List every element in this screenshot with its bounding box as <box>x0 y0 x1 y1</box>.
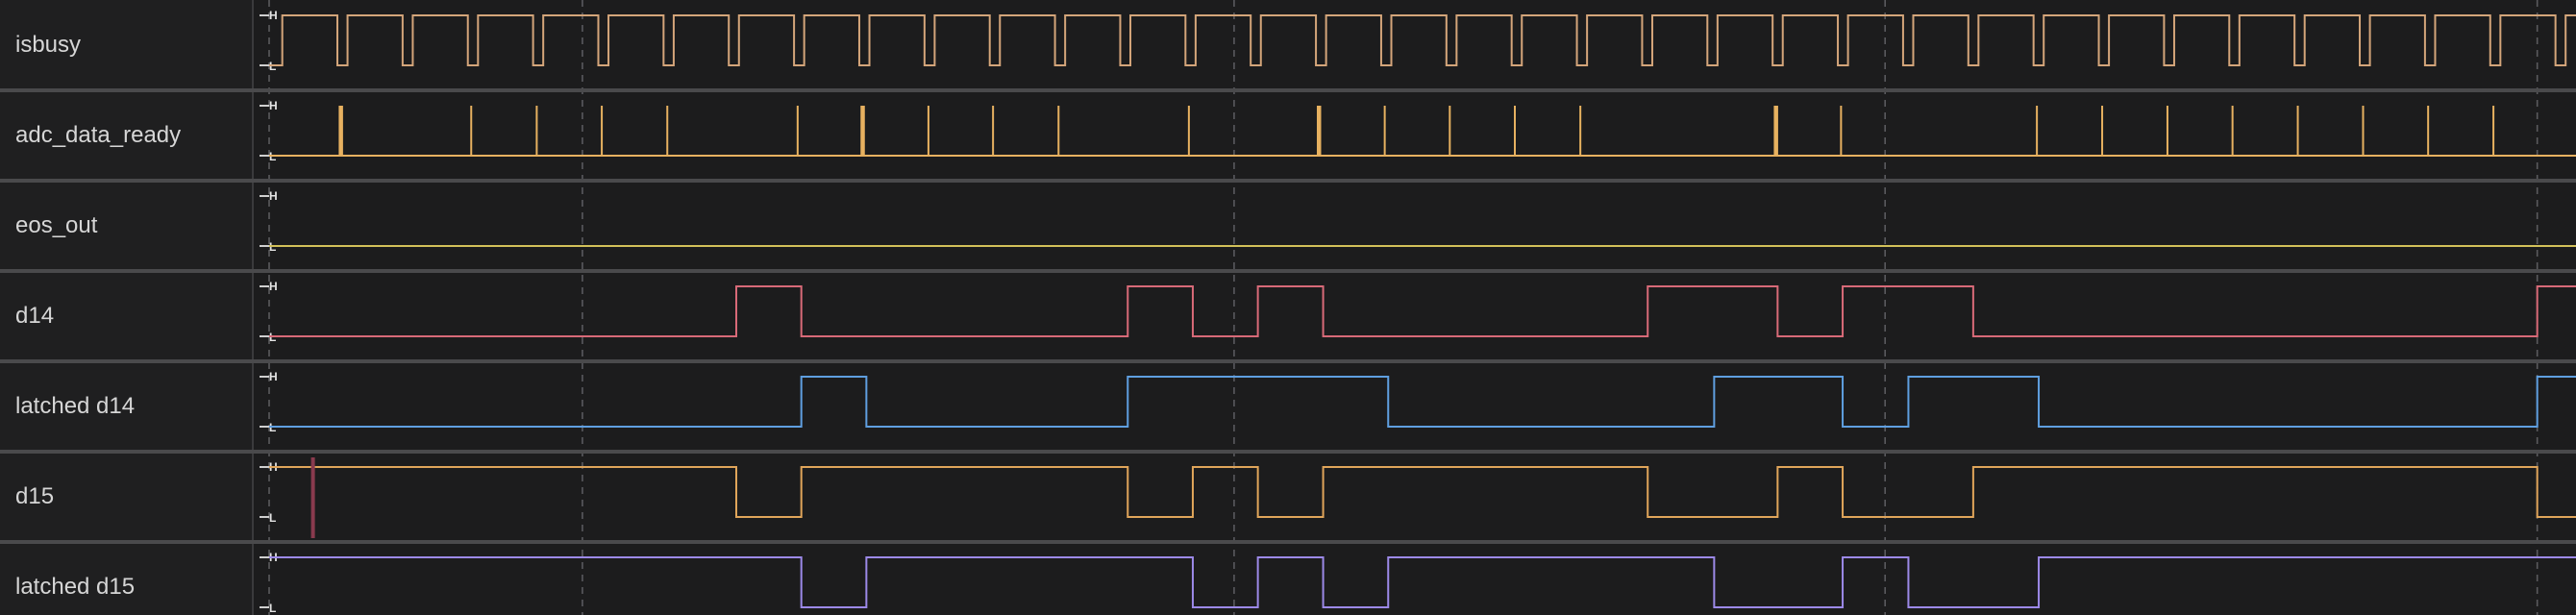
row-divider <box>0 269 2576 273</box>
waveform-latched-d15 <box>269 556 2576 608</box>
signal-name: latched d14 <box>15 393 136 419</box>
signal-row[interactable]: d14 <box>0 273 254 359</box>
signal-row[interactable]: adc_data_ready <box>0 92 254 179</box>
signal-row[interactable]: latched d14 <box>0 363 254 450</box>
signal-name: d14 <box>15 303 55 329</box>
waveform-d14 <box>269 285 2576 337</box>
rail-markers: HL <box>260 551 278 615</box>
row-divider <box>0 359 2576 363</box>
signal-row[interactable]: d15 <box>0 454 254 540</box>
low-rail-label: L <box>269 602 276 615</box>
signal-row[interactable]: latched d15 <box>0 544 254 615</box>
signal-name-column: isbusy adc_data_ready eos_out d14 latched d1… <box>0 0 254 615</box>
signal-name: isbusy <box>15 32 82 58</box>
signal-name: eos_out <box>15 212 98 238</box>
row-divider <box>0 450 2576 454</box>
signal-name: d15 <box>15 483 55 509</box>
signal-name: latched d15 <box>15 574 136 600</box>
low-rail-label: L <box>269 511 276 525</box>
rail-markers: HL <box>260 189 278 254</box>
high-rail-label: H <box>269 280 278 293</box>
row-divider <box>0 179 2576 183</box>
high-rail-label: H <box>269 370 278 383</box>
signal-name: adc_data_ready <box>15 122 182 148</box>
rail-markers: HL <box>260 280 278 344</box>
row-divider <box>0 88 2576 92</box>
waveform-latched-d14 <box>269 376 2576 428</box>
waveform-d15 <box>269 466 2576 518</box>
signal-row[interactable]: eos_out <box>0 183 254 269</box>
high-rail-label: H <box>269 99 278 112</box>
high-rail-label: H <box>269 9 278 22</box>
high-rail-label: H <box>269 189 278 203</box>
waveform-isbusy <box>269 14 2576 66</box>
signal-row[interactable]: isbusy <box>0 2 254 88</box>
row-divider <box>0 540 2576 544</box>
